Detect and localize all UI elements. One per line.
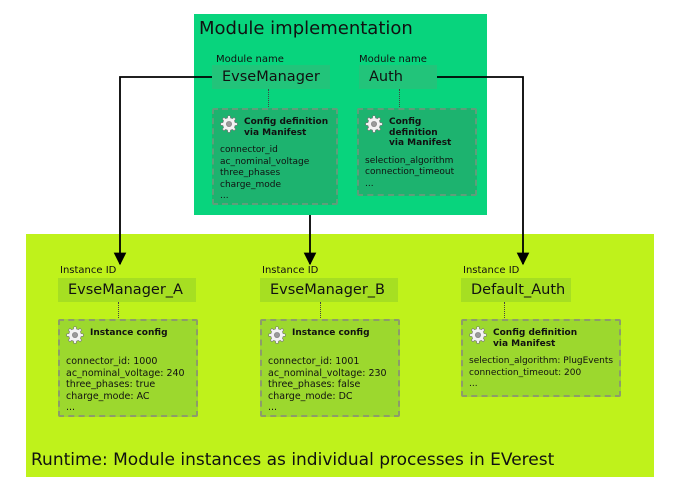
config-line: three_phases: false <box>268 379 361 391</box>
instance-name-evsemanager-b: EvseManager_B <box>260 278 398 302</box>
config-line: connector_id <box>220 145 278 155</box>
config-title-line2: via Manifest <box>493 338 556 349</box>
config-line: charge_mode: DC <box>268 390 353 402</box>
config-line: charge_mode: AC <box>66 390 150 402</box>
gear-icon <box>365 115 383 133</box>
gear-icon <box>220 115 238 133</box>
config-title-line1: Config definition <box>493 328 578 338</box>
config-line: charge_mode <box>220 179 281 190</box>
runtime-title: Runtime: Module instances as individual … <box>31 450 555 470</box>
module-name-caption: Module name <box>216 54 284 65</box>
module-implementation-region: Module implementation Module name EvseMa… <box>194 14 487 215</box>
config-line: ac_nominal_voltage <box>220 156 310 167</box>
instance-connector <box>118 302 119 320</box>
config-line: connector_id: 1000 <box>66 356 158 367</box>
config-line: three_phases <box>220 168 281 179</box>
config-line: ac_nominal_voltage: 230 <box>268 367 387 379</box>
instance-connector <box>504 302 505 320</box>
config-line: ... <box>220 191 229 202</box>
config-title-line2: via Manifest <box>389 138 452 148</box>
gear-icon <box>469 326 487 344</box>
instance-config-box: Instance config connector_id: 1000 ac_no… <box>58 319 198 417</box>
module-name-evsemanager: EvseManager <box>212 65 330 89</box>
config-line: ... <box>268 402 278 414</box>
config-title-line1: Config definition <box>244 117 329 127</box>
instance-config-box: Config definition via Manifest selection… <box>461 319 621 397</box>
gear-icon <box>268 326 286 344</box>
config-line: connection_timeout: 200 <box>469 367 582 378</box>
instance-config-box: Instance config connector_id: 1001 ac_no… <box>260 319 400 417</box>
config-title-line2: via Manifest <box>244 127 307 138</box>
module-connector <box>399 89 400 109</box>
config-line: selection_algorithm <box>365 155 454 166</box>
gear-icon <box>66 326 84 344</box>
config-line: connection_timeout <box>365 167 455 178</box>
config-line: ... <box>365 178 374 189</box>
module-connector <box>268 89 269 109</box>
instance-id-caption: Instance ID <box>463 265 520 276</box>
config-line: ... <box>66 402 76 414</box>
config-title-line1: Instance config <box>90 328 168 338</box>
config-line: ... <box>469 379 478 390</box>
config-line: selection_algorithm: PlugEvents <box>469 356 614 366</box>
config-line: connector_id: 1001 <box>268 356 360 367</box>
instance-connector <box>320 302 321 320</box>
module-name-auth: Auth <box>359 65 437 89</box>
config-line: three_phases: true <box>66 379 156 391</box>
config-title-line1: Config definition <box>389 117 438 138</box>
config-definition-box: Config definition via Manifest selection… <box>357 108 477 196</box>
instance-id-caption: Instance ID <box>60 265 117 276</box>
config-line: ac_nominal_voltage: 240 <box>66 367 185 379</box>
config-definition-box: Config definition via Manifest connector… <box>212 108 338 205</box>
instance-name-default-auth: Default_Auth <box>461 278 571 302</box>
config-title-line1: Instance config <box>292 328 370 338</box>
module-name-caption: Module name <box>359 54 427 65</box>
instance-id-caption: Instance ID <box>262 265 319 276</box>
implementation-title: Module implementation <box>199 18 413 39</box>
instance-name-evsemanager-a: EvseManager_A <box>58 278 196 302</box>
